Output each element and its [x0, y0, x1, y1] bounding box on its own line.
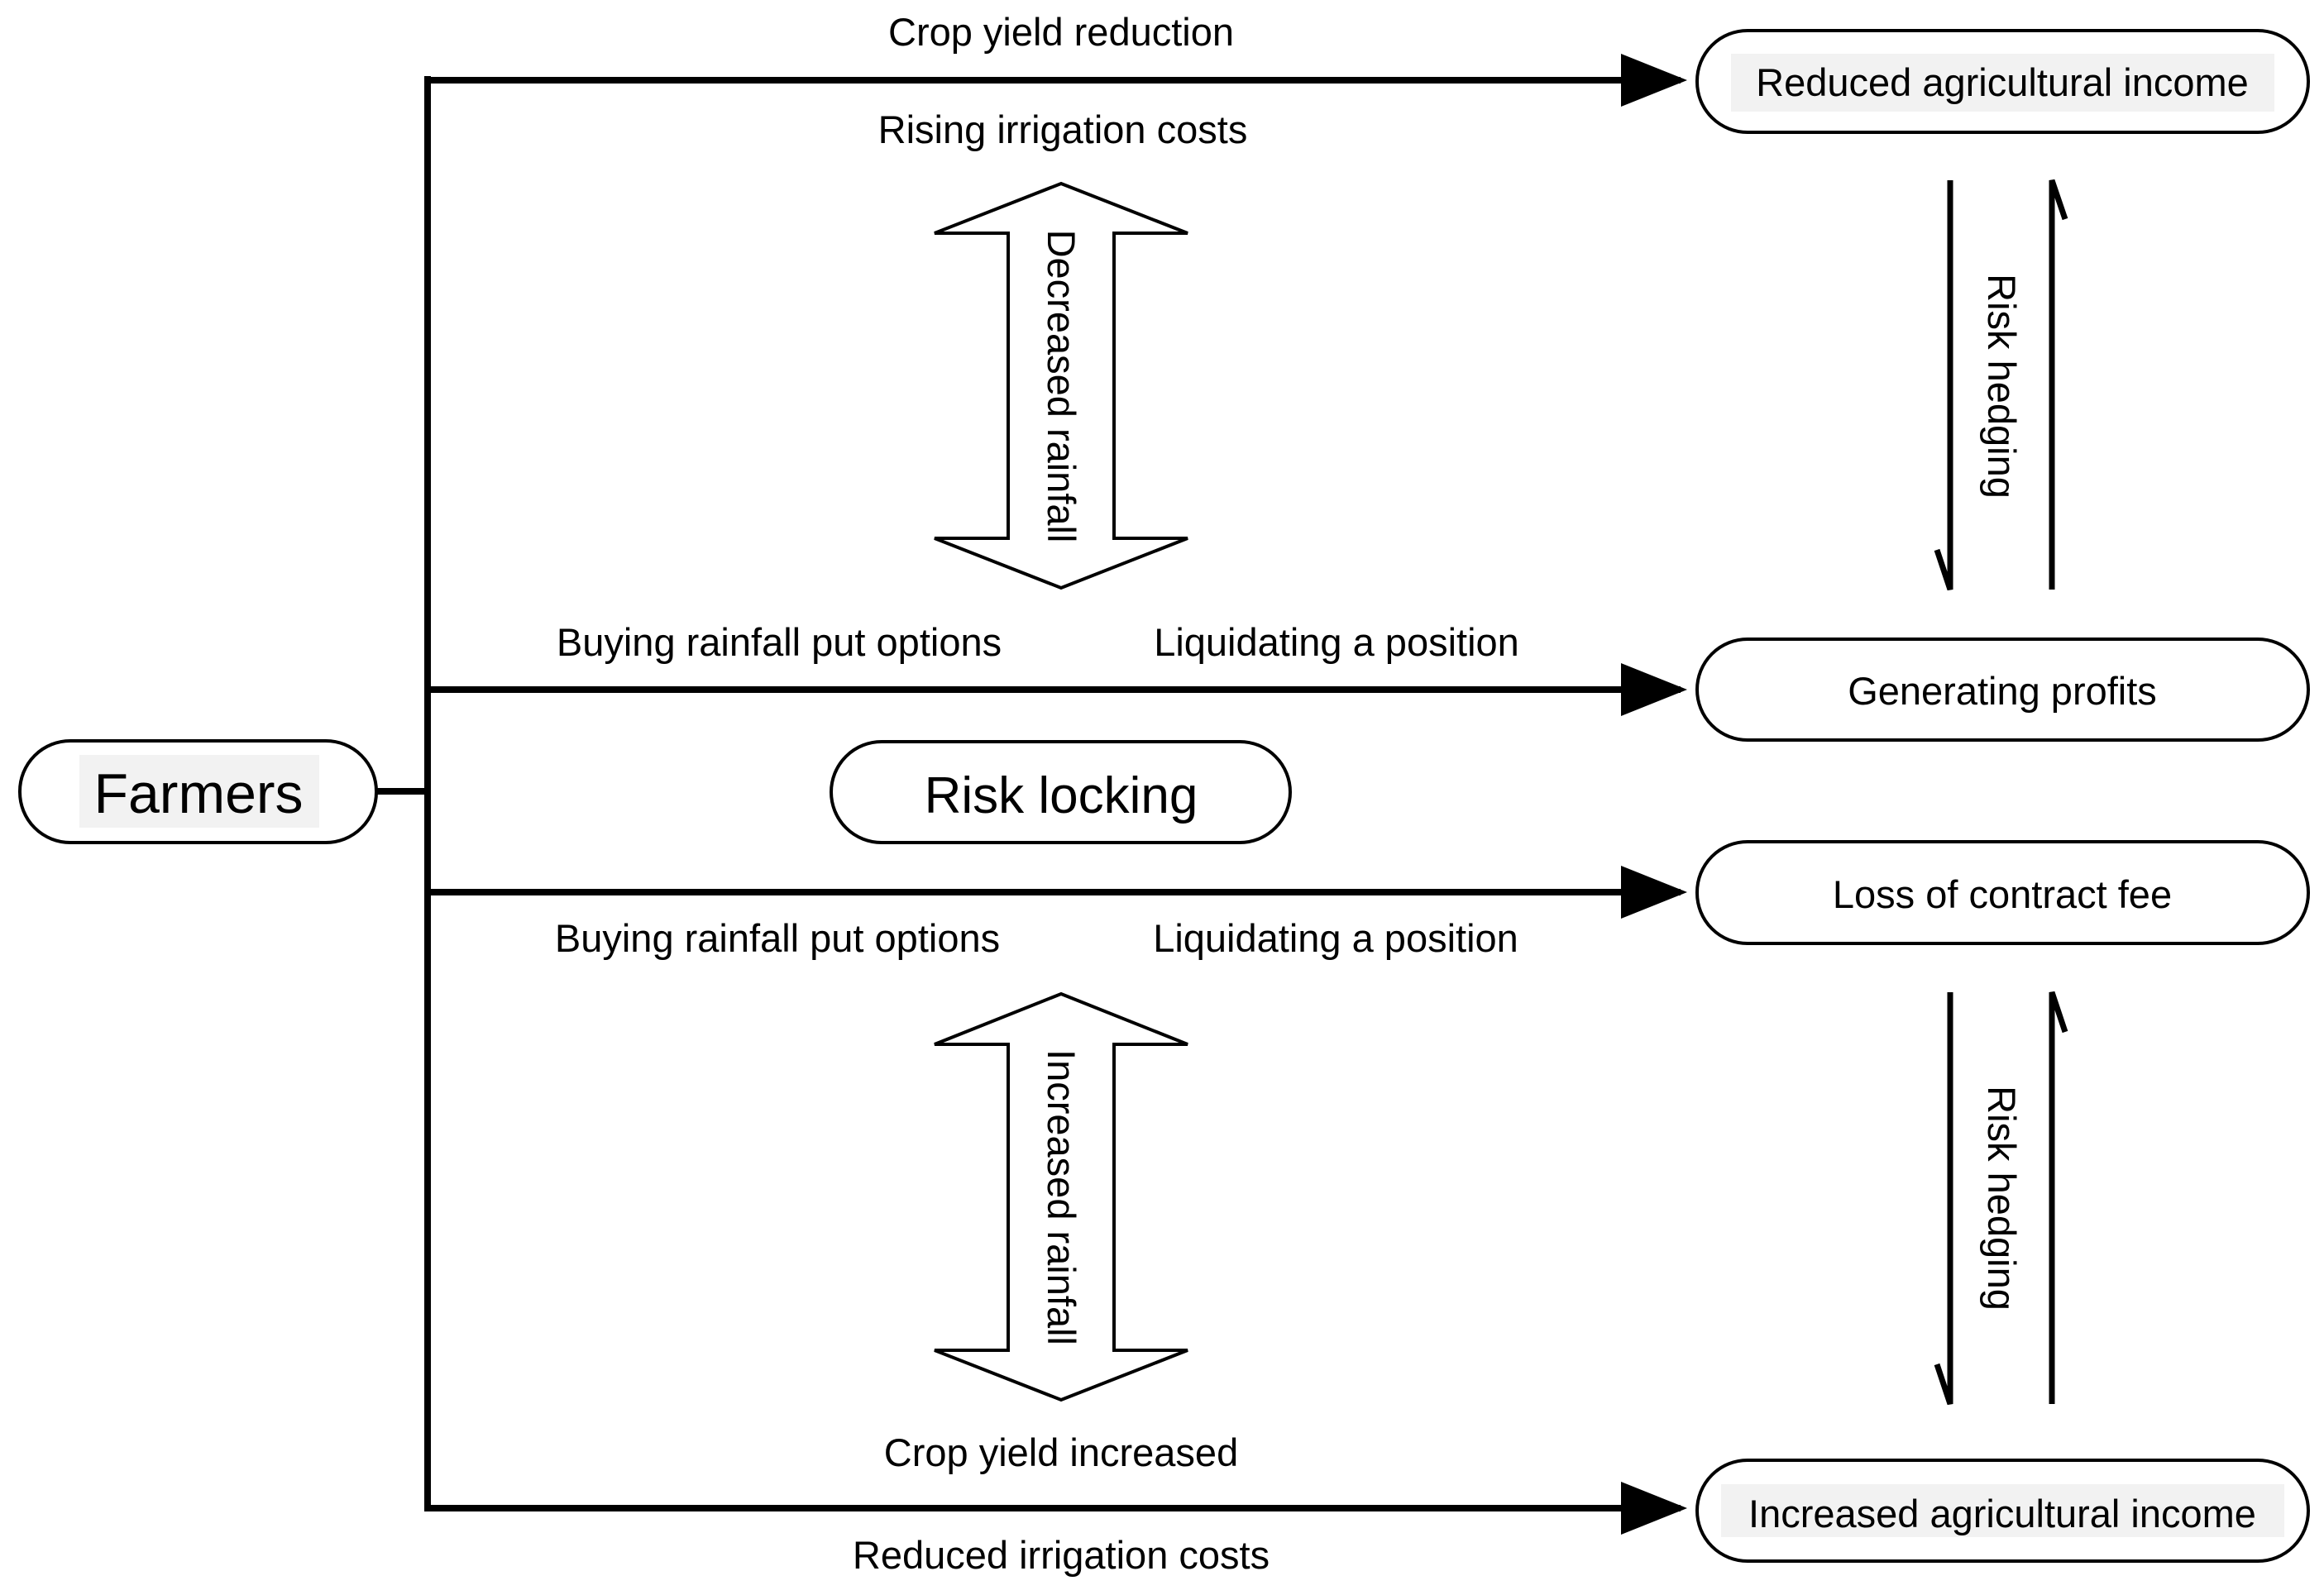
hedging-arrow-up-lower: [2049, 991, 2068, 1404]
label-increased-rainfall: Increased rainfall: [1040, 1049, 1083, 1345]
label-reduced-irrigation-costs: Reduced irrigation costs: [853, 1533, 1270, 1577]
label-liquidating-position-upper: Liquidating a position: [1154, 620, 1519, 664]
hedging-arrow-down-upper: [1934, 180, 1953, 591]
label-liquidating-position-lower: Liquidating a position: [1153, 916, 1518, 960]
label-buying-put-options-lower: Buying rainfall put options: [555, 916, 1000, 960]
reduced-income-highlight: [1731, 54, 2274, 112]
label-risk-hedging-lower: Risk hedging: [1980, 1086, 2024, 1311]
hedging-arrow-up-upper: [2049, 179, 2068, 590]
risk-locking-node: [830, 740, 1292, 844]
label-risk-hedging-upper: Risk hedging: [1980, 274, 2024, 499]
label-decreased-rainfall: Decreased rainfall: [1040, 230, 1083, 543]
generating-profits-node: [1695, 638, 2310, 742]
double-arrow-increased-rainfall: [934, 991, 1188, 1402]
label-crop-yield-increased: Crop yield increased: [884, 1430, 1238, 1474]
farmers-label: Farmers: [93, 762, 303, 825]
increased-income-label: Increased agricultural income: [1748, 1492, 2256, 1535]
loss-contract-fee-node: [1695, 840, 2310, 945]
risk-locking-label: Risk locking: [925, 767, 1198, 824]
reduced-income-label: Reduced agricultural income: [1756, 60, 2249, 104]
generating-profits-label: Generating profits: [1848, 669, 2157, 713]
label-rising-irrigation-costs: Rising irrigation costs: [878, 107, 1248, 151]
farmers-highlight: [79, 755, 319, 828]
loss-contract-fee-label: Loss of contract fee: [1833, 872, 2172, 916]
label-buying-put-options-upper: Buying rainfall put options: [557, 620, 1002, 664]
label-crop-yield-reduction: Crop yield reduction: [888, 10, 1234, 54]
increased-income-highlight: [1721, 1484, 2284, 1537]
hedging-arrow-down-lower: [1934, 992, 1953, 1406]
double-arrow-decreased-rainfall: [934, 181, 1188, 590]
